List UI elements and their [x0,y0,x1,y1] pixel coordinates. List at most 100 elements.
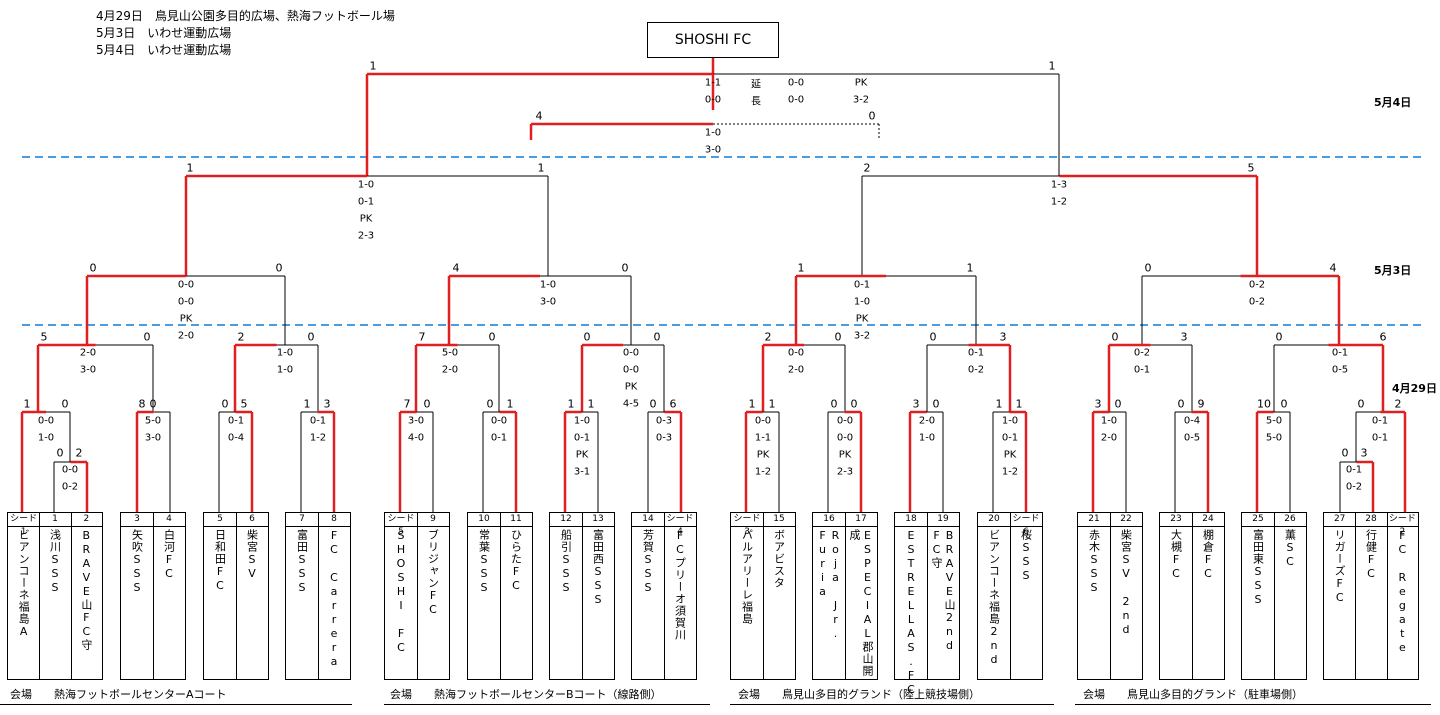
team-seed-number: 5 [217,514,223,524]
score-label: 1 [797,261,805,275]
team-name: BRAVE山2nd FC守 [930,529,956,653]
match-detail: 5-0 [1265,415,1283,427]
match-detail: 1-0 [853,296,871,308]
match-detail: 0-4 [1183,415,1201,427]
team-name: リガーズFC [1333,529,1347,605]
team-divider [1192,513,1193,679]
match-detail: 1-2 [754,466,772,478]
score-label: 7 [418,330,426,344]
score-label: 0 [583,330,591,344]
team-seed-number: 21 [1088,514,1100,524]
team-divider [582,513,583,679]
team-seed-number: 14 [642,514,654,524]
score-label: 0 [834,330,842,344]
team-name: ボアビスタ [772,529,786,589]
match-detail: 3-0 [144,432,162,444]
score-label: 0 [1111,330,1119,344]
match-detail: 1-0 [918,432,936,444]
team-name: 柴宮SV 2nd [1119,529,1133,637]
match-detail: 0-2 [1345,481,1363,493]
team-seed-number: 24 [1202,514,1214,524]
final-ext-label: 延 [751,79,761,91]
score-label: 0 [850,397,858,411]
score-label: 0 [423,397,431,411]
team-name: ビアンコーネ福島A [17,529,31,639]
score-label: 0 [1275,330,1283,344]
team-seed-number: 15 [773,514,785,524]
team-seed-number: 28 [1365,514,1377,524]
team-name: ESTRELLAS.FC [904,529,918,697]
score-label: 1 [23,397,31,411]
score-label: 1 [369,59,377,73]
team-name: SHOSHI FC [394,529,408,655]
team-name: 船引SSS [559,529,573,595]
venue-underline [384,704,710,705]
score-label: 1 [966,261,974,275]
team-seed-number: 1 [52,514,58,524]
team-divider [1386,513,1388,679]
team-seed-number: 3 [134,514,140,524]
match-detail: 0-1 [1001,432,1019,444]
final-detail: 1-1 [704,77,722,89]
team-seed-number: 12 [560,514,572,524]
match-detail: 0-1 [967,347,985,359]
champion-box: SHOSHI FC [647,22,779,58]
match-detail: 0-3 [655,432,673,444]
team-name: FC Carrera [327,529,341,669]
final-ext: 0-0 [787,77,805,89]
match-detail: PK [1003,449,1017,461]
team-seed-number: 16 [823,514,835,524]
score-label: 5 [240,397,248,411]
match-detail: 1-2 [1050,196,1068,208]
match-detail: 5-0 [441,347,459,359]
score-label: 0 [275,261,283,275]
score-label: 0 [1144,261,1152,275]
score-label: 0 [653,330,661,344]
match-detail: 0-0 [622,364,640,376]
match-detail: 0-0 [836,415,854,427]
team-name: 富田東SSS [1251,529,1265,607]
match-detail: 0-0 [37,415,55,427]
team-name: 桜SSS [1019,529,1033,583]
match-detail: 1-1 [754,432,772,444]
score-label: 1 [768,397,776,411]
team-seed-number: 13 [592,514,604,524]
score-label: 0 [621,261,629,275]
score-label: 7 [403,397,411,411]
match-detail: 0-0 [754,415,772,427]
third-score: 4 [535,109,543,123]
team-divider [1110,513,1111,679]
match-detail: 0-1 [573,432,591,444]
team-name: 富田西SSS [591,529,605,607]
team-seed-number: シード3 [733,514,761,537]
score-label: 4 [1329,261,1337,275]
team-divider [1324,526,1418,527]
match-detail: 0-0 [836,432,854,444]
match-detail: PK [855,313,869,325]
match-detail: 1-0 [37,432,55,444]
match-detail: 0-0 [622,347,640,359]
team-seed-number: シード1 [10,514,38,537]
team-divider [417,513,418,679]
match-detail: 5-0 [144,415,162,427]
team-divider [664,513,665,679]
match-detail: 0-4 [227,432,245,444]
match-detail: 0-0 [177,296,195,308]
team-seed-number: 2 [83,514,90,524]
score-label: 0 [649,397,657,411]
match-detail: 2-0 [177,330,195,342]
team-seed-number: シード2 [1388,514,1416,537]
match-detail: 1-2 [309,432,327,444]
team-name: ブリジャンFC [426,529,440,617]
score-label: 3 [1094,397,1102,411]
score-label: 0 [486,397,494,411]
match-detail: 2-0 [1100,432,1118,444]
team-divider [1010,513,1011,679]
match-detail: 2-3 [836,466,854,478]
team-name: ESPECIAL郡山開成 [848,529,874,677]
match-detail: 2-3 [357,230,375,242]
date-label-apr29: 4月29日 [1392,382,1437,395]
